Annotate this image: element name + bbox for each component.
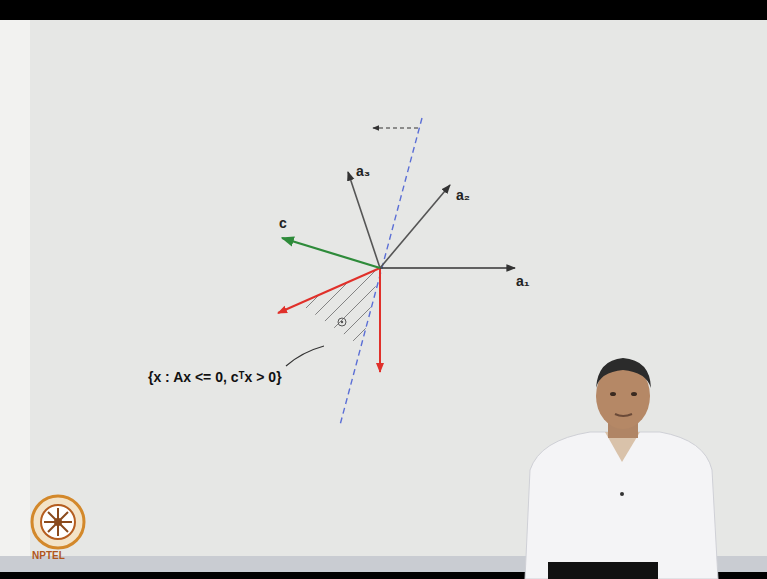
vector-arrow — [380, 185, 450, 268]
set-label: {x : Ax <= 0, cᵀx > 0} — [148, 369, 282, 385]
hatched-region — [250, 220, 418, 388]
nptel-logo — [32, 496, 84, 548]
point-symbol — [338, 318, 346, 326]
vector-label: a₃ — [356, 163, 370, 179]
cost-vector-arrow — [282, 238, 380, 268]
slide-margin — [0, 20, 30, 572]
leader-line — [286, 346, 324, 366]
cone-edge — [379, 268, 381, 372]
cone-edge — [278, 268, 380, 313]
vector-label: c — [279, 215, 287, 231]
point-symbol — [341, 321, 343, 323]
logo-text: NPTEL — [32, 550, 65, 561]
direction-arrow — [373, 127, 418, 128]
presenter-figure — [525, 358, 718, 579]
vector-label: a₁ — [516, 273, 530, 289]
hyperplane-line — [340, 118, 422, 425]
vector-arrow — [348, 172, 380, 268]
vector-label: a₂ — [456, 187, 470, 203]
vector-arrow — [380, 267, 515, 269]
